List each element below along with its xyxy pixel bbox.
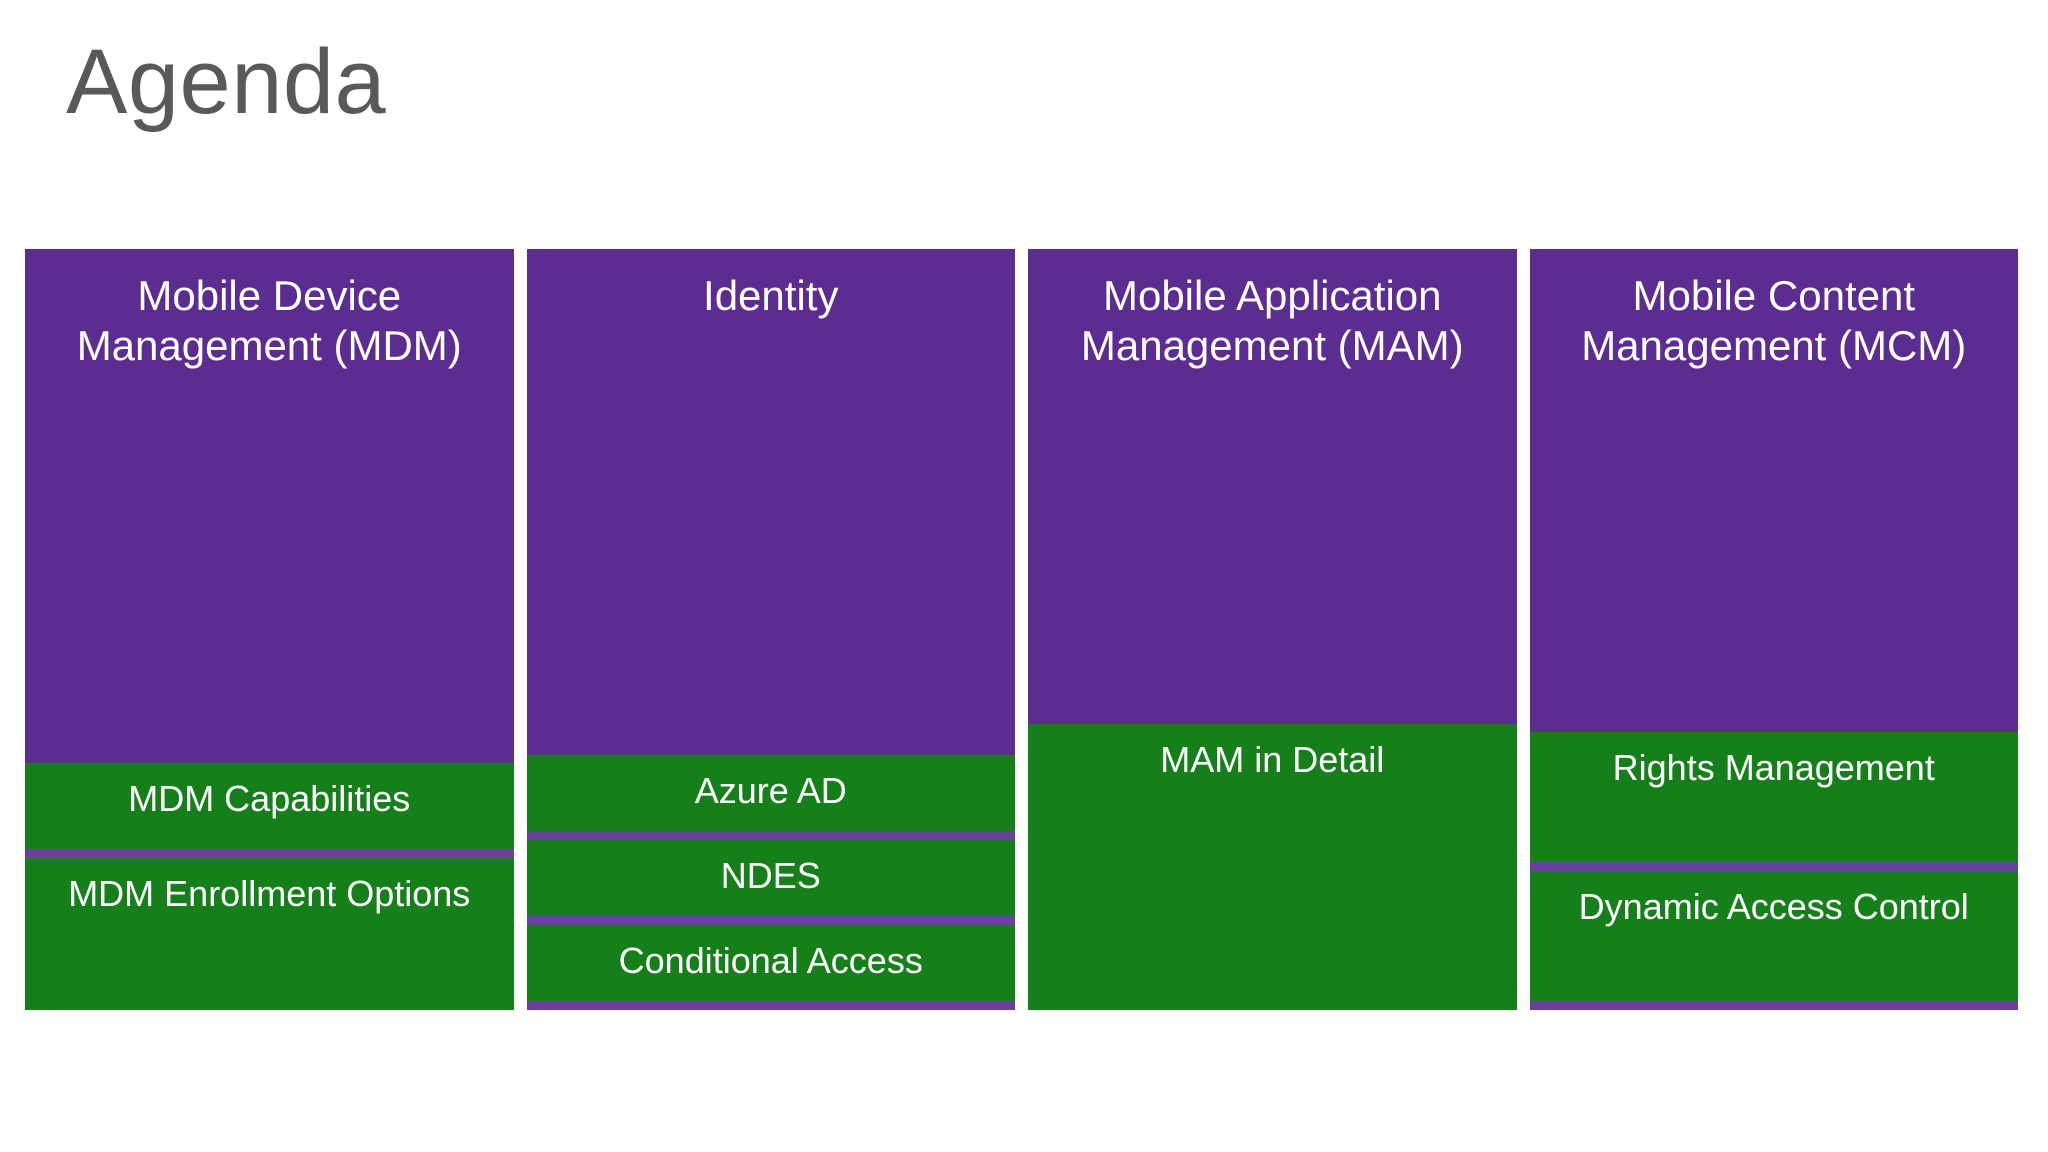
- item-divider: [1529, 862, 2018, 871]
- agenda-item[interactable]: Conditional Access: [526, 925, 1015, 1001]
- agenda-item[interactable]: Rights Management: [1529, 732, 2018, 862]
- column-items-mam: MAM in Detail: [1028, 724, 1517, 1010]
- column-bottom-bar: [526, 1001, 1015, 1010]
- column-header-label: Identity: [703, 272, 839, 319]
- agenda-item[interactable]: MDM Capabilities: [25, 763, 514, 849]
- column-header-label: Mobile Device Management (MDM): [76, 272, 462, 369]
- agenda-column-identity[interactable]: Identity Azure AD NDES Conditional Acces…: [526, 249, 1015, 1010]
- item-divider: [526, 831, 1015, 841]
- column-header-label: Mobile Application Management (MAM): [1080, 272, 1464, 369]
- agenda-column-mcm[interactable]: Mobile Content Management (MCM) Rights M…: [1529, 249, 2018, 1010]
- agenda-item[interactable]: NDES: [526, 840, 1015, 917]
- column-header-mdm: Mobile Device Management (MDM): [25, 249, 514, 763]
- agenda-columns: Mobile Device Management (MDM) MDM Capab…: [25, 249, 2018, 1010]
- column-header-identity: Identity: [526, 249, 1015, 756]
- agenda-column-mam[interactable]: Mobile Application Management (MAM) MAM …: [1028, 249, 1517, 1010]
- column-bottom-bar: [1529, 1001, 2018, 1010]
- column-items-identity: Azure AD NDES Conditional Access: [526, 755, 1015, 1010]
- item-divider: [526, 916, 1015, 926]
- column-header-mcm: Mobile Content Management (MCM): [1529, 249, 2018, 732]
- column-items-mcm: Rights Management Dynamic Access Control: [1529, 732, 2018, 1010]
- agenda-item[interactable]: Azure AD: [526, 755, 1015, 832]
- column-items-mdm: MDM Capabilities MDM Enrollment Options: [25, 763, 514, 1010]
- column-header-mam: Mobile Application Management (MAM): [1028, 249, 1517, 724]
- agenda-column-mdm[interactable]: Mobile Device Management (MDM) MDM Capab…: [25, 249, 514, 1010]
- item-divider: [25, 849, 514, 858]
- agenda-item[interactable]: MDM Enrollment Options: [25, 858, 514, 1010]
- page-title: Agenda: [66, 31, 387, 133]
- agenda-item[interactable]: MAM in Detail: [1028, 724, 1517, 1010]
- column-header-label: Mobile Content Management (MCM): [1581, 272, 1967, 369]
- agenda-item[interactable]: Dynamic Access Control: [1529, 871, 2018, 1001]
